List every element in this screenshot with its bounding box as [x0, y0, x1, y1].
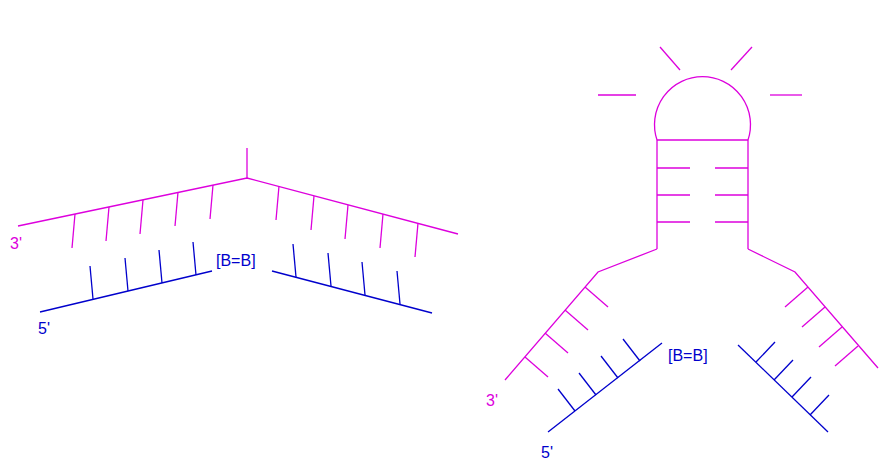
strand-end-label: 5' [38, 320, 50, 338]
strand-end-label: 5' [541, 444, 553, 462]
upper-strand [18, 148, 458, 257]
modification-label: [B=B] [216, 252, 256, 270]
strand-end-label: 3' [486, 392, 498, 410]
hairpin-strand [505, 47, 878, 380]
strand-end-label: 3' [10, 235, 22, 253]
modification-label: [B=B] [668, 347, 708, 365]
probe-strand [548, 339, 829, 432]
lower-strand [40, 242, 432, 313]
